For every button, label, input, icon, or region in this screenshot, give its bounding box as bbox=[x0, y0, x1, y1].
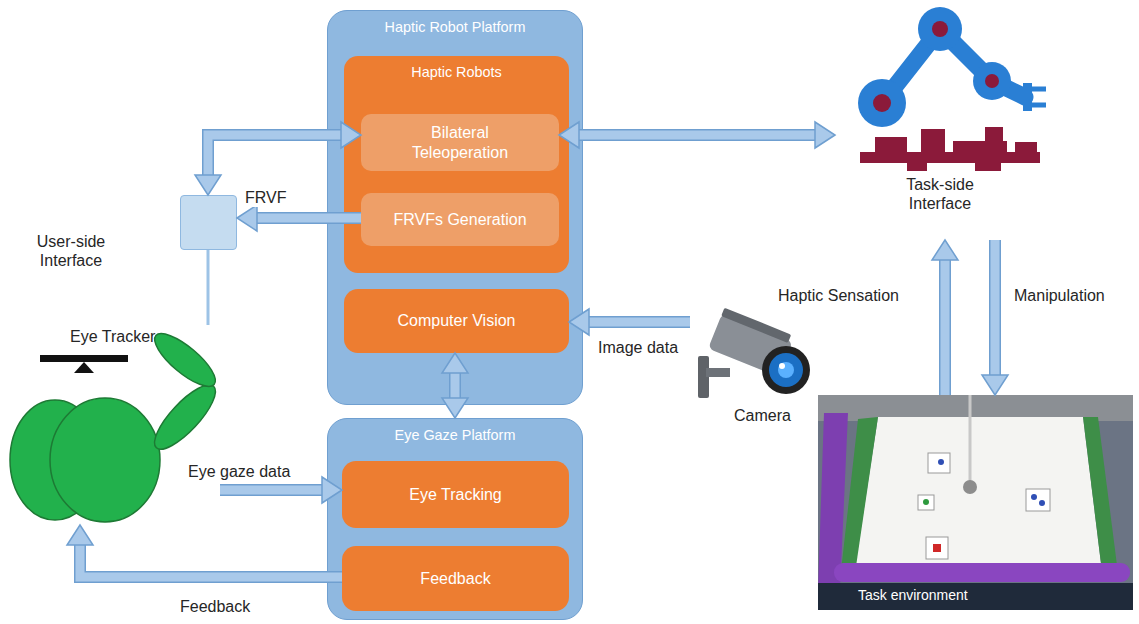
connector bbox=[195, 122, 361, 195]
user-figure: Eye Tracker bbox=[5, 325, 220, 525]
arrow-head bbox=[559, 122, 579, 148]
box-label: User-side Interface bbox=[21, 232, 121, 270]
connector bbox=[208, 250, 209, 325]
module-box: Haptic RobotsBilateral TeleoperationFRVF… bbox=[344, 56, 569, 273]
connector-line bbox=[207, 250, 210, 325]
edge-label: Feedback bbox=[178, 597, 252, 616]
box-label: Task-side Interface bbox=[885, 175, 995, 213]
task-environment: Task environment bbox=[818, 395, 1133, 610]
connector-body bbox=[451, 371, 460, 400]
platform-box: Haptic Robot PlatformHaptic RobotsBilate… bbox=[327, 10, 583, 405]
box-label: Camera bbox=[734, 406, 810, 425]
edge-label: FRVF bbox=[243, 188, 288, 207]
function-box: Bilateral Teleoperation bbox=[361, 114, 559, 171]
connector bbox=[932, 240, 958, 395]
camera: Camera bbox=[690, 308, 815, 430]
connector-outline bbox=[939, 258, 951, 395]
task-side-interface: Task-side Interface bbox=[835, 5, 1050, 240]
arrow-head bbox=[442, 398, 468, 418]
box-label: FRVFs Generation bbox=[393, 210, 526, 229]
interface-box: User-side Interface bbox=[180, 195, 237, 250]
platform-box: Eye Gaze PlatformEye TrackingFeedback bbox=[327, 418, 583, 620]
box-label: Eye Tracker bbox=[70, 327, 170, 346]
arrow-head bbox=[322, 477, 342, 503]
arrow-head bbox=[67, 525, 93, 545]
user-eye-tracker-illustration bbox=[5, 325, 220, 525]
edge-label: Image data bbox=[596, 338, 680, 357]
arrow-head bbox=[237, 205, 257, 231]
task-environment-photo bbox=[818, 395, 1133, 610]
module-box: Feedback bbox=[342, 546, 569, 611]
box-label: Task environment bbox=[858, 587, 1078, 604]
connector bbox=[67, 525, 342, 577]
connector-body bbox=[941, 258, 950, 395]
arrow-head bbox=[982, 375, 1008, 395]
module-box: Computer Vision bbox=[344, 289, 569, 353]
connector-outline bbox=[220, 484, 324, 496]
connector-outline bbox=[577, 129, 817, 141]
connector-body bbox=[577, 131, 817, 140]
connector-body bbox=[80, 543, 342, 577]
function-box: FRVFs Generation bbox=[361, 193, 559, 246]
module-box: Eye Tracking bbox=[342, 461, 569, 528]
connector-outline bbox=[587, 316, 690, 328]
connector bbox=[442, 353, 468, 418]
connector-outline bbox=[449, 371, 461, 400]
arrow-head bbox=[195, 175, 221, 195]
edge-label: Haptic Sensation bbox=[776, 286, 901, 305]
box-label: Eye Tracking bbox=[409, 485, 501, 504]
connector bbox=[982, 240, 1008, 395]
connector-outline bbox=[989, 240, 1001, 377]
connector-body bbox=[208, 135, 343, 177]
connector-body bbox=[255, 214, 361, 223]
connector-body bbox=[991, 240, 1000, 377]
connector bbox=[237, 205, 361, 231]
connector-outline bbox=[80, 543, 342, 577]
edge-label: Manipulation bbox=[1012, 286, 1107, 305]
arrow-head bbox=[442, 353, 468, 373]
box-label: Feedback bbox=[420, 569, 490, 588]
arrow-head bbox=[341, 122, 361, 148]
box-heading: Eye Gaze Platform bbox=[328, 419, 582, 444]
connector-outline bbox=[255, 212, 361, 224]
connector bbox=[569, 309, 690, 335]
box-heading: Haptic Robots bbox=[344, 56, 569, 81]
box-label: Bilateral Teleoperation bbox=[400, 123, 520, 161]
arrow-head bbox=[815, 122, 835, 148]
box-label: Computer Vision bbox=[398, 311, 516, 330]
arrow-head bbox=[569, 309, 589, 335]
connector bbox=[559, 122, 835, 148]
edge-label: Eye gaze data bbox=[186, 462, 292, 481]
connector-outline bbox=[208, 135, 343, 177]
connector-body bbox=[220, 486, 324, 495]
connector-body bbox=[587, 318, 690, 327]
arrow-head bbox=[932, 240, 958, 260]
box-heading: Haptic Robot Platform bbox=[328, 11, 582, 36]
